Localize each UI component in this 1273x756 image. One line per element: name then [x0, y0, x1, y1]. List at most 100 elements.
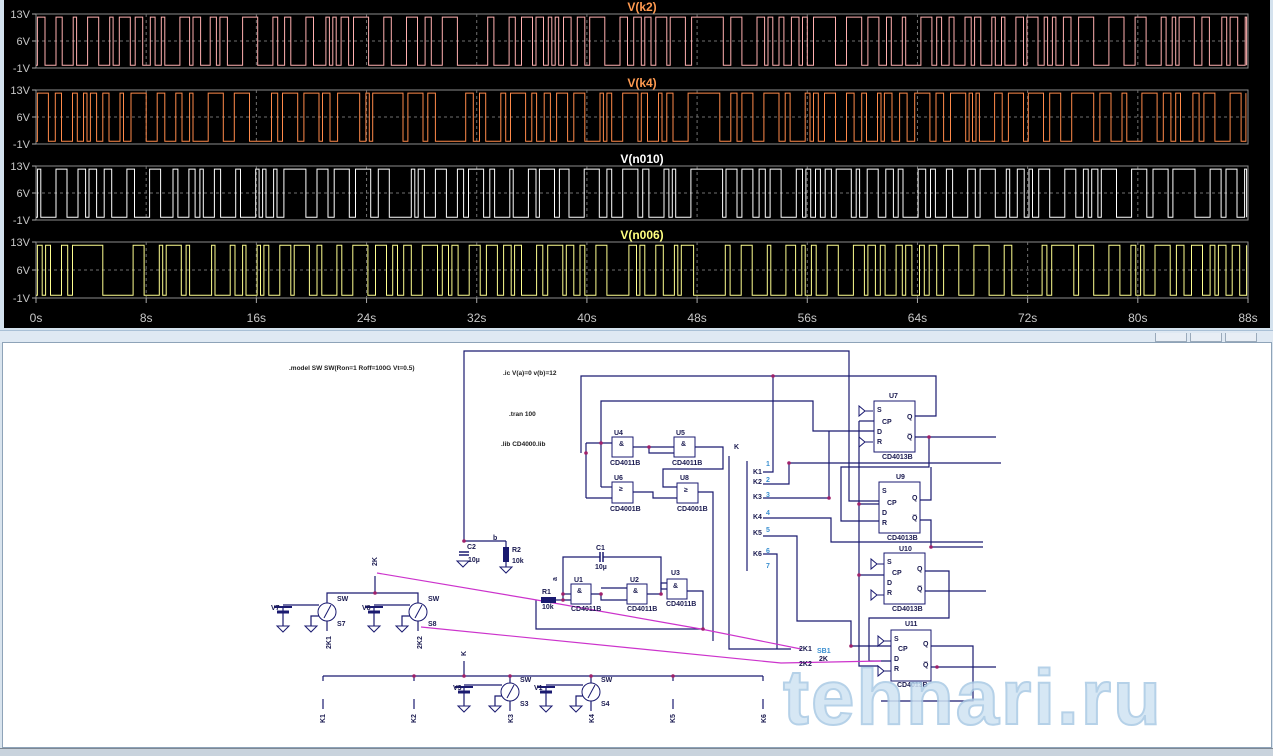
junction-dot	[462, 674, 466, 678]
svg-text:U11: U11	[905, 621, 918, 628]
battery-icon[interactable]	[274, 606, 292, 614]
ic-directive[interactable]: .ic V(a)=0 v(b)=12	[503, 370, 557, 377]
svg-text:U1: U1	[574, 577, 583, 584]
wire	[698, 491, 714, 641]
svg-text:CD4001B: CD4001B	[677, 506, 708, 513]
waveform-plot[interactable]: 13V6V-1VV(k2)13V6V-1VV(k4)13V6V-1VV(n010…	[4, 0, 1270, 328]
junction-dot	[849, 644, 853, 648]
tie-low-icon	[858, 435, 873, 449]
gate-u5[interactable]: U5&CD4011B	[672, 430, 702, 467]
status-bar	[0, 748, 1273, 756]
svg-text:R: R	[882, 520, 887, 527]
battery-icon[interactable]	[537, 686, 555, 694]
ground-icon	[568, 705, 584, 713]
svg-text:6: 6	[766, 548, 770, 555]
svg-text:≥: ≥	[619, 486, 623, 493]
trace-label[interactable]: V(n006)	[620, 228, 663, 242]
gate-u6[interactable]: U6≥CD4001B	[610, 475, 641, 513]
net-label-2k1: 2K1	[799, 646, 812, 653]
x-tick-label: 16s	[247, 311, 266, 325]
junction-dot	[935, 665, 939, 669]
wire	[840, 437, 930, 522]
svg-text:SW: SW	[428, 596, 440, 603]
gate-u2[interactable]: U2&CD4011B	[626, 577, 657, 613]
junction-dot	[412, 674, 416, 678]
model-directive[interactable]: .model SW SW(Ron=1 Roff=100G Vt=0.5)	[289, 365, 415, 372]
svg-text:U6: U6	[614, 475, 623, 482]
tie-low-icon	[870, 557, 885, 571]
ground-icon	[366, 625, 382, 633]
gate-u4[interactable]: U4&CD4011B	[610, 430, 640, 467]
y-tick-label: 13V	[10, 161, 30, 173]
maximize-button[interactable]	[1190, 333, 1222, 342]
svg-text:CD4013B: CD4013B	[882, 454, 913, 461]
junction-dot	[857, 502, 861, 506]
trace-label[interactable]: V(k4)	[627, 76, 656, 90]
minimize-button[interactable]	[1155, 333, 1187, 342]
junction-dot	[508, 674, 512, 678]
svg-text:10µ: 10µ	[595, 564, 607, 571]
junction-dot	[927, 435, 931, 439]
junction-dot	[589, 674, 593, 678]
source-v3-label: V3	[453, 685, 462, 692]
pink-wire	[376, 572, 802, 650]
gate-u8[interactable]: U8≥CD4001B	[676, 475, 708, 513]
lib-directive[interactable]: .lib CD4000.lib	[501, 441, 545, 448]
bus-label-k2: K2	[411, 714, 418, 723]
x-tick-label: 40s	[577, 311, 596, 325]
pink-wire	[420, 626, 882, 664]
trace-label[interactable]: V(n010)	[620, 152, 663, 166]
x-tick-label: 8s	[140, 311, 153, 325]
battery-icon[interactable]	[365, 606, 383, 614]
svg-text:C1: C1	[596, 545, 605, 552]
gate-u3[interactable]: U3&CD4011B	[666, 570, 696, 608]
ground-icon	[538, 705, 554, 713]
wire	[603, 556, 667, 590]
svg-text:SW: SW	[520, 677, 532, 684]
svg-text:U8: U8	[680, 475, 689, 482]
wire	[591, 593, 627, 601]
svg-text:CD4011B: CD4011B	[571, 606, 601, 613]
svg-text:2: 2	[766, 477, 770, 484]
svg-text:Q̅: Q̅	[912, 514, 918, 522]
y-tick-label: -1V	[13, 293, 31, 305]
net-label-b: b	[493, 535, 497, 542]
wire	[920, 467, 932, 501]
source-v7-label: V7	[271, 605, 280, 612]
svg-text:K3: K3	[508, 714, 515, 723]
close-button[interactable]	[1225, 333, 1257, 342]
capacitor-c1[interactable]: C1 10µ	[595, 545, 607, 571]
battery-icon[interactable]	[455, 686, 473, 694]
schematic-canvas[interactable]: .model SW SW(Ron=1 Roff=100G Vt=0.5) .ic…	[3, 343, 1271, 747]
junction-dot	[771, 374, 775, 378]
svg-text:U3: U3	[671, 570, 680, 577]
junction-dot	[561, 592, 565, 596]
x-tick-label: 24s	[357, 311, 376, 325]
schematic-editor[interactable]: .model SW SW(Ron=1 Roff=100G Vt=0.5) .ic…	[2, 342, 1272, 748]
svg-text:CP: CP	[892, 570, 902, 577]
svg-text:7: 7	[766, 563, 770, 570]
wire	[600, 400, 874, 487]
gate-u1[interactable]: U1&CD4011B	[570, 577, 601, 613]
schematic-titlebar	[0, 330, 1273, 343]
bus-label-k5: K5	[670, 714, 677, 723]
trace-waveform	[36, 168, 1248, 218]
svg-text:D: D	[894, 656, 899, 663]
tran-directive[interactable]: .tran 100	[509, 411, 536, 418]
trace-label[interactable]: V(k2)	[627, 0, 656, 14]
